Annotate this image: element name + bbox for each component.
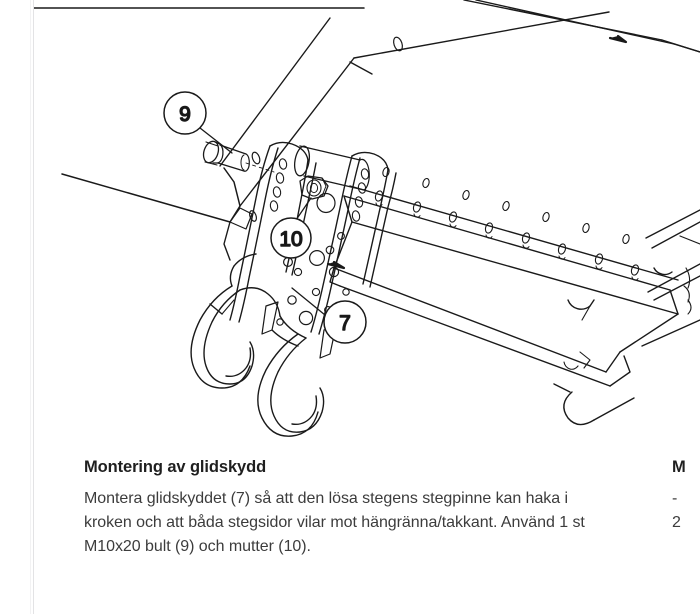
- caption-block: Montering av glidskydd Montera glidskydd…: [84, 458, 614, 560]
- next-column-line-2: 2: [672, 514, 681, 532]
- callout-circle-9: [163, 91, 207, 135]
- next-column-title: M: [672, 458, 686, 476]
- callout-bubbles: 9 10 7: [163, 91, 367, 344]
- callout-circle-10: [270, 217, 312, 259]
- column-divider-faint: [30, 0, 31, 614]
- caption-title: Montering av glidskydd: [84, 458, 267, 476]
- callout-label-10: 10: [279, 228, 302, 251]
- upper-rail: [463, 0, 700, 53]
- column-divider: [33, 0, 34, 614]
- callout-label-7: 7: [339, 312, 351, 335]
- next-column-line-1: -: [672, 489, 678, 507]
- leader-line-7: [291, 287, 326, 316]
- next-column-clipped: M - 2: [672, 458, 700, 535]
- flashing-lower-fold: [209, 221, 235, 315]
- glidskydd-hook-bracket: [190, 141, 397, 437]
- ladder-stringer-perforated: [343, 166, 679, 315]
- callout-leader-lines: [199, 127, 326, 316]
- figure-glidskydd-assembly: 9 10 7: [34, 0, 700, 450]
- caption-body: Montera glidskyddet (7) så att den lösa …: [84, 489, 585, 556]
- leader-line-10: [295, 197, 312, 221]
- m10x20-bolt: [202, 140, 275, 173]
- callout-circle-7: [323, 300, 367, 344]
- ladder-tread-plate: [326, 221, 679, 387]
- callout-label-9: 9: [179, 103, 191, 126]
- ladder-end-cap: [553, 299, 635, 426]
- leader-line-9: [199, 127, 233, 154]
- m10-nut: [299, 175, 336, 214]
- right-edge-partial: [641, 209, 700, 347]
